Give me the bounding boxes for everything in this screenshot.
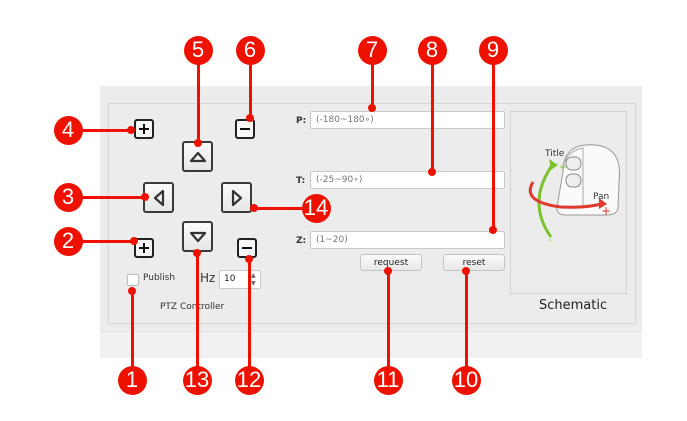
callout-badge-1: 1 xyxy=(117,365,147,395)
spin-down-icon[interactable]: ▼ xyxy=(251,280,256,287)
schematic-box: + - + Title Pan xyxy=(510,111,627,294)
callout-badge-14: 14 xyxy=(301,193,331,223)
callout-line xyxy=(196,50,200,143)
schematic-title: Schematic xyxy=(539,298,608,313)
callout-badge-12: 12 xyxy=(234,365,264,395)
callout-line xyxy=(68,195,145,199)
callout-dot xyxy=(489,226,497,234)
plus-icon xyxy=(139,124,149,134)
triangle-up-icon xyxy=(189,151,206,162)
callout-dot xyxy=(462,267,470,275)
callout-line xyxy=(195,253,199,380)
group-title: PTZ Controller xyxy=(160,302,225,312)
publish-checkbox[interactable] xyxy=(127,274,139,286)
callout-dot xyxy=(127,126,135,134)
callout-line xyxy=(386,271,390,380)
callout-dot xyxy=(384,267,392,275)
callout-badge-4: 4 xyxy=(53,115,83,145)
minus-icon xyxy=(240,128,250,130)
callout-line xyxy=(254,206,316,210)
callout-line xyxy=(370,50,374,108)
pan-right-button[interactable] xyxy=(221,182,252,213)
callout-dot xyxy=(193,249,201,257)
callout-line xyxy=(248,50,252,118)
callout-badge-9: 9 xyxy=(478,35,508,65)
callout-badge-3: 3 xyxy=(53,182,83,212)
callout-badge-5: 5 xyxy=(183,35,213,65)
callout-badge-10: 10 xyxy=(451,365,481,395)
callout-line xyxy=(68,128,131,132)
callout-badge-13: 13 xyxy=(182,365,212,395)
pan-input[interactable] xyxy=(310,111,505,129)
callout-dot xyxy=(246,114,254,122)
callout-line xyxy=(68,239,134,243)
reset-button[interactable]: reset xyxy=(443,254,505,271)
callout-line xyxy=(130,291,134,380)
ptz-camera-schematic-icon: + - + Title Pan xyxy=(528,144,621,246)
callout-dot xyxy=(141,193,149,201)
publish-label: Publish xyxy=(143,273,176,283)
callout-line xyxy=(430,50,434,172)
triangle-down-icon xyxy=(189,231,206,242)
callout-dot xyxy=(368,104,376,112)
callout-dot xyxy=(250,204,258,212)
callout-line xyxy=(464,271,468,380)
p-label: P: xyxy=(296,116,307,126)
pan-label: Pan xyxy=(593,192,609,202)
tilt-plus: + xyxy=(559,162,567,173)
minus-icon xyxy=(242,247,252,249)
t-label: T: xyxy=(296,176,306,186)
callout-dot xyxy=(128,287,136,295)
plus-icon xyxy=(139,243,149,253)
triangle-left-icon xyxy=(153,189,164,206)
tilt-down-button[interactable] xyxy=(182,221,213,252)
callout-dot xyxy=(245,255,253,263)
hz-label: Hz xyxy=(200,271,216,285)
pan-plus: + xyxy=(601,204,611,218)
tilt-input[interactable] xyxy=(310,171,505,189)
zoom-out-top-button[interactable] xyxy=(235,119,255,139)
z-label: Z: xyxy=(296,236,307,246)
callout-badge-11: 11 xyxy=(373,365,403,395)
zoom-input[interactable] xyxy=(310,231,505,249)
spin-up-icon[interactable]: ▲ xyxy=(251,272,256,279)
hz-value: 10 xyxy=(224,274,236,284)
callout-badge-2: 2 xyxy=(53,226,83,256)
zoom-in-top-button[interactable] xyxy=(134,119,154,139)
zoom-in-bottom-button[interactable] xyxy=(134,238,154,258)
callout-dot xyxy=(130,237,138,245)
hz-spinbox[interactable]: 10 ▲ ▼ xyxy=(219,270,261,289)
callout-badge-6: 6 xyxy=(235,35,265,65)
callout-badge-8: 8 xyxy=(417,35,447,65)
triangle-right-icon xyxy=(231,189,242,206)
status-strip xyxy=(100,331,642,358)
callout-dot xyxy=(194,139,202,147)
callout-badge-7: 7 xyxy=(357,35,387,65)
callout-line xyxy=(247,259,251,380)
callout-dot xyxy=(428,168,436,176)
tilt-minus: - xyxy=(548,235,552,246)
callout-line xyxy=(491,50,495,230)
tilt-label: Title xyxy=(544,149,565,159)
